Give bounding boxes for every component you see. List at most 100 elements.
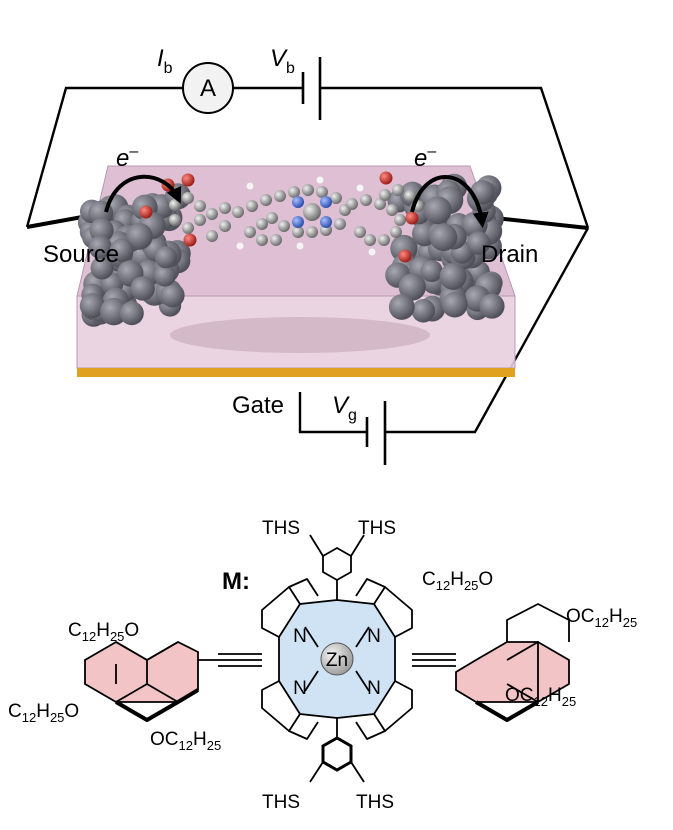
top-aryl-ring xyxy=(309,534,365,582)
alkoxy-right-top: C12H25O xyxy=(422,569,493,593)
carbon-atom xyxy=(360,194,372,206)
electrode-atom xyxy=(423,196,452,225)
carbon-atom xyxy=(354,226,366,238)
carbon-atom xyxy=(316,186,328,198)
oxygen-atom xyxy=(183,233,197,247)
electrode-atom xyxy=(90,256,114,280)
oxygen-atom xyxy=(405,211,419,225)
ths-label-bottom-right: THS xyxy=(356,792,394,813)
gate-strip xyxy=(77,368,515,377)
carbon-atom xyxy=(364,234,376,246)
svg-text:N: N xyxy=(293,678,307,699)
electrode-atom xyxy=(429,223,458,252)
nitrogen-atom xyxy=(320,196,332,208)
carbon-atom xyxy=(270,234,282,246)
carbon-atom xyxy=(266,212,278,224)
electrode-atom xyxy=(130,276,155,301)
electrode-atom xyxy=(441,291,468,318)
carbon-atom xyxy=(404,190,416,202)
ammeter-label: A xyxy=(200,75,216,102)
carbon-atom xyxy=(274,190,286,202)
zinc-atom xyxy=(303,203,321,221)
ths-label-bottom-left: THS xyxy=(262,792,300,813)
carbon-atom xyxy=(392,184,404,196)
carbon-atom xyxy=(206,208,218,220)
carbon-atom xyxy=(390,226,402,238)
electron-arrows xyxy=(104,174,489,229)
hydrogen-atom xyxy=(236,242,244,250)
carbon-atom xyxy=(302,184,314,196)
electrode-atom xyxy=(119,301,144,326)
electrode-atom xyxy=(439,262,467,290)
electrode-atom xyxy=(466,231,491,255)
bottom-aryl-ring xyxy=(309,736,365,783)
carbon-atom xyxy=(206,230,218,242)
hydrogen-atom xyxy=(356,184,364,192)
carbon-atom xyxy=(194,214,206,226)
alkoxy-right-mid: OC12H25 xyxy=(566,606,637,630)
carbon-atom xyxy=(346,198,358,210)
drain-electrode xyxy=(385,173,505,323)
nitrogen-atom xyxy=(292,196,304,208)
electrode-atom xyxy=(411,299,436,323)
electrode-atom xyxy=(79,293,105,319)
carbon-atom xyxy=(219,202,231,214)
electrode-atom xyxy=(420,260,443,283)
current-label: Ib xyxy=(157,45,173,77)
ths-label-top-left: THS xyxy=(262,518,300,539)
carbon-atom xyxy=(256,218,268,230)
oxygen-atom xyxy=(398,249,412,263)
svg-text:N: N xyxy=(367,678,381,699)
gate-label: Gate xyxy=(232,392,284,419)
oxygen-atom xyxy=(379,171,393,185)
ammeter: A xyxy=(182,62,234,114)
nitrogen-atom xyxy=(292,216,304,228)
nitrogen-atoms: N N N N xyxy=(293,626,381,699)
svg-text:N: N xyxy=(293,626,307,647)
electrode-atom xyxy=(388,294,415,320)
carbon-atom xyxy=(379,189,391,201)
zinc-center: Zn xyxy=(320,642,354,676)
bias-voltage-label: Vb xyxy=(270,45,295,77)
molecule-3d-model xyxy=(139,171,424,263)
right-pyrene xyxy=(455,603,570,722)
carbon-atom xyxy=(194,200,206,212)
carbon-atom xyxy=(292,226,304,238)
carbon-atom xyxy=(306,226,318,238)
alkoxy-left-bottom: OC12H25 xyxy=(150,729,221,753)
svg-text:Zn: Zn xyxy=(326,650,348,671)
nitrogen-atom xyxy=(320,216,332,228)
source-label: Source xyxy=(43,241,119,268)
carbon-atom xyxy=(244,226,256,238)
carbon-atom xyxy=(232,206,244,218)
carbon-atom xyxy=(182,192,194,204)
carbon-atom xyxy=(219,220,231,232)
carbon-atom xyxy=(330,192,342,204)
electrode-atom xyxy=(153,264,176,287)
source-electrode xyxy=(77,183,192,327)
alkoxy-left-mid: C12H25O xyxy=(8,701,79,725)
hydrogen-atom xyxy=(368,248,376,256)
carbon-atom xyxy=(374,198,386,210)
electrode-atom xyxy=(100,297,128,326)
carbon-atom xyxy=(378,234,390,246)
carbon-atom xyxy=(260,194,272,206)
carbon-atom xyxy=(288,186,300,198)
oxygen-atom xyxy=(139,205,153,219)
carbon-atom xyxy=(169,199,181,211)
svg-text:N: N xyxy=(367,626,381,647)
electrode-atom xyxy=(88,235,112,259)
carbon-atom xyxy=(386,204,398,216)
electron-label-left: e– xyxy=(116,143,138,172)
oxygen-atom xyxy=(181,173,195,187)
ths-label-top-right: THS xyxy=(358,518,396,539)
carbon-atom xyxy=(182,222,194,234)
alkyne-linkers xyxy=(218,653,456,667)
alkoxy-left-top: C12H25O xyxy=(68,620,139,644)
carbon-atom xyxy=(256,234,268,246)
left-pyrene xyxy=(84,640,218,722)
hydrogen-atom xyxy=(246,182,254,190)
circuit-wiring xyxy=(25,86,590,434)
gate-voltage-label: Vg xyxy=(332,392,357,424)
